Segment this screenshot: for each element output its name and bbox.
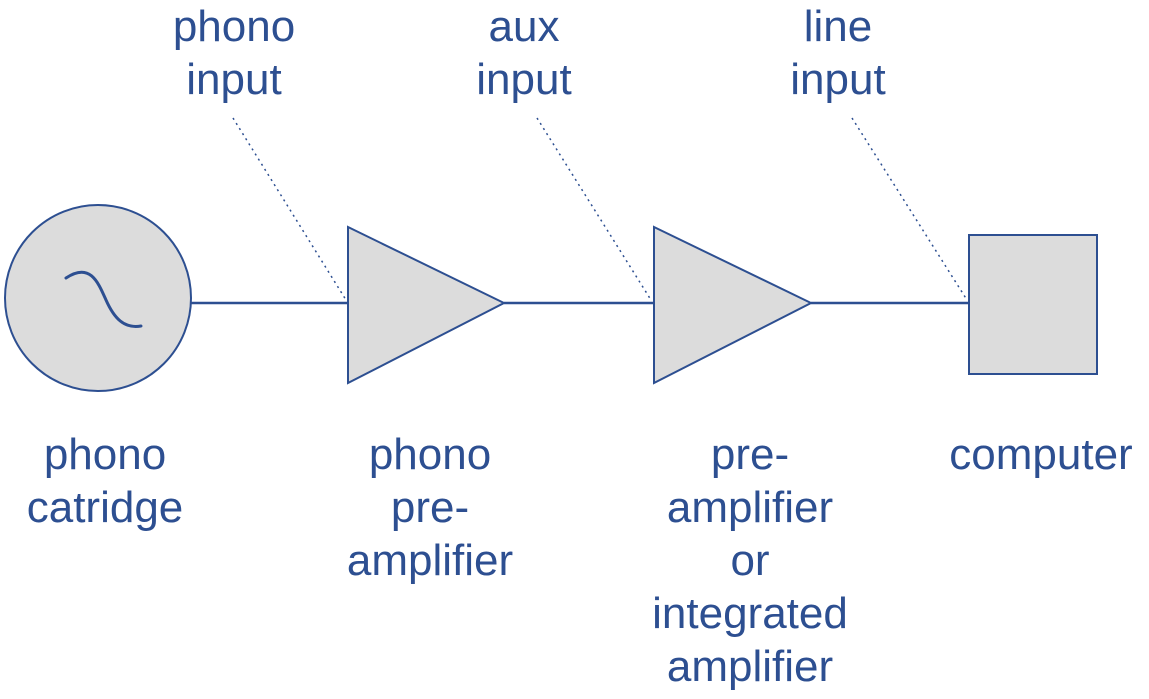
cartridge-circle (4, 204, 192, 392)
label-computer: computer (949, 430, 1133, 479)
phono-preamplifier-symbol (347, 225, 507, 385)
label-aux-input: aux input (476, 2, 572, 104)
label-line-input: line input (790, 2, 886, 104)
label-phono-input: phono input (172, 2, 296, 104)
label-phono-preamplifier: phono pre- amplifier (346, 430, 514, 585)
leader-phono-input (232, 117, 347, 301)
label-phono-cartridge: phono catridge (26, 430, 184, 532)
phono-cartridge-symbol (4, 204, 192, 392)
sine-wave-icon (64, 270, 143, 328)
label-preamplifier-or-integrated-amplifier: pre- amplifier or integrated amplifier (652, 430, 848, 691)
computer-symbol (968, 234, 1098, 375)
preamplifier-symbol (653, 225, 814, 385)
leader-line-input (851, 117, 968, 301)
leader-aux-input (536, 117, 652, 301)
